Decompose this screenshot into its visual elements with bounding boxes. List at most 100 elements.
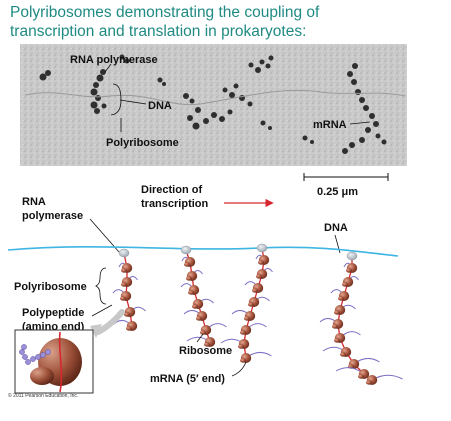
transcription-units <box>112 243 403 385</box>
ribosome <box>186 270 203 281</box>
ribosome <box>240 323 267 335</box>
label-micrograph-polyribosome: Polyribosome <box>106 137 179 149</box>
rna-polymerase <box>180 245 192 255</box>
ribosome-small-subunit <box>256 274 262 279</box>
ribosome <box>343 262 358 273</box>
ribosome <box>192 298 214 309</box>
ribosome <box>348 358 380 369</box>
ribosome <box>322 346 352 357</box>
ribosome <box>319 318 344 329</box>
label-polypeptide-line-1: Polypeptide <box>22 307 84 319</box>
transcription-unit-3 <box>220 243 273 363</box>
ribosome <box>124 306 146 317</box>
label-mrna-5-end: mRNA (5′ end) <box>150 373 225 385</box>
ribosome-small-subunit <box>124 312 130 317</box>
ribosome-small-subunit <box>332 324 338 329</box>
ribosome-small-subunit <box>338 296 344 301</box>
scale-bar: 0.25 μm <box>303 173 389 198</box>
copyright-notice: © 2011 Pearson Education, Inc. <box>8 392 78 399</box>
ribosome-small-subunit <box>334 310 340 315</box>
ribosome <box>335 367 370 379</box>
ribosome-small-subunit <box>204 342 210 347</box>
inset-mrna <box>58 331 63 393</box>
ribosome-small-subunit <box>340 352 346 357</box>
ribosome <box>186 336 216 347</box>
ribosome-small-subunit <box>366 380 372 385</box>
ribosome-small-subunit <box>342 282 348 287</box>
leader-ribosome <box>196 333 204 343</box>
ribosome <box>240 352 272 363</box>
label-ribosome: Ribosome <box>179 345 232 357</box>
ribosome-small-subunit <box>252 288 258 293</box>
leader-rna-polymerase <box>104 63 112 73</box>
ribosome-small-subunit <box>188 290 194 295</box>
ribosome-small-subunit <box>126 326 132 331</box>
ribosome-small-subunit <box>240 330 246 335</box>
label-rna-polymerase-line-2: polymerase <box>22 210 83 222</box>
ribosome <box>112 289 132 301</box>
ribosome-small-subunit <box>334 338 340 343</box>
ribosome <box>244 281 264 293</box>
ribosome-small-subunit <box>238 344 244 349</box>
ribosome-small-subunit <box>121 282 127 287</box>
bracket-schematic-polyribosome <box>95 267 107 305</box>
label-micrograph-rna-polymerase: RNA polymerase <box>70 54 158 66</box>
label-rna-polymerase-line-1: RNA <box>22 196 46 208</box>
rna-polymerase <box>118 248 130 258</box>
ribosome <box>330 289 350 301</box>
label-direction-line-2: transcription <box>141 198 209 210</box>
micrograph-background <box>20 44 407 166</box>
inset-polypeptide <box>19 344 51 365</box>
ribosome <box>366 374 403 385</box>
ribosome <box>256 268 273 279</box>
electron-micrograph: RNA polymerase DNA Polyribosome mRNA <box>20 44 407 166</box>
ribosome-small-subunit <box>244 316 250 321</box>
ribosome <box>255 254 270 265</box>
ribosome-inset <box>14 329 94 394</box>
ribosome <box>113 320 138 331</box>
zoom-arrow <box>95 309 125 335</box>
ribosome <box>220 338 250 349</box>
rna-polymerase <box>346 251 358 261</box>
label-direction-line-1: Direction of <box>141 184 202 196</box>
label-polyribosome: Polyribosome <box>14 281 87 293</box>
micrograph-dna-strand <box>24 89 406 106</box>
ribosome-small-subunit <box>358 374 364 379</box>
ribosome-small-subunit <box>196 316 202 321</box>
leader-polypeptide <box>91 304 113 317</box>
ribosome <box>334 304 356 315</box>
leader-mrna-5-end <box>231 361 247 377</box>
zoom-arrow-head <box>90 324 102 338</box>
dna-strand <box>7 245 399 257</box>
ribosome <box>334 331 361 343</box>
figure-title: Polyribosomes demonstrating the coupling… <box>10 3 440 41</box>
ribosome-small-subunit <box>121 268 127 273</box>
scale-bar-label: 0.25 μm <box>317 186 358 198</box>
rna-polymerase <box>256 243 268 253</box>
ribosome <box>183 310 208 321</box>
ribosome <box>121 276 138 287</box>
label-schematic-dna: DNA <box>324 222 348 234</box>
ribosome <box>342 276 359 287</box>
ribosome <box>231 310 256 321</box>
ribosome <box>118 262 133 273</box>
ribosome-small-subunit <box>186 276 192 281</box>
ribosome-small-subunit <box>200 330 206 335</box>
leader-mrna <box>349 121 371 125</box>
inset-ribosome-small-subunit <box>30 367 54 385</box>
ribosome-small-subunit <box>184 262 190 267</box>
title-line-1: Polyribosomes demonstrating the coupling… <box>10 4 320 21</box>
ribosome-small-subunit <box>346 268 352 273</box>
leader-dna <box>119 99 147 105</box>
ribosome-small-subunit <box>120 296 126 301</box>
label-micrograph-dna: DNA <box>148 100 172 112</box>
ribosome-small-subunit <box>248 302 254 307</box>
ribosome-small-subunit <box>240 358 246 363</box>
ribosome-small-subunit <box>258 260 264 265</box>
transcription-unit-2 <box>180 245 227 347</box>
label-micrograph-mrna: mRNA <box>313 119 347 131</box>
ribosome <box>181 256 196 267</box>
title-line-2: transcription and translation in prokary… <box>10 23 307 40</box>
ribosome-small-subunit <box>192 304 198 309</box>
